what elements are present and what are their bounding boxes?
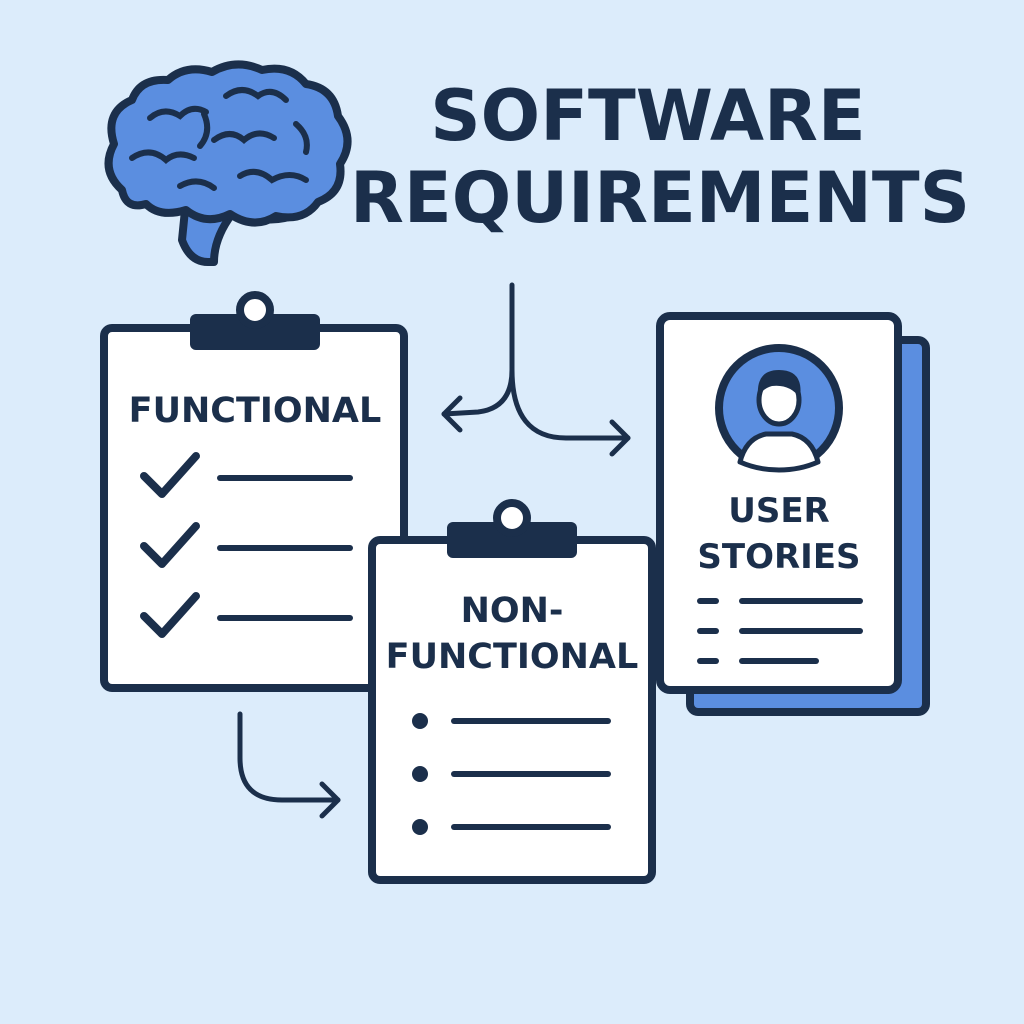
non-functional-card: NON- FUNCTIONAL (368, 499, 656, 884)
non-functional-label-2: FUNCTIONAL (386, 637, 639, 677)
bullet-icon (412, 766, 428, 782)
checklist-item (140, 522, 353, 568)
user-stories-label-2: STORIES (697, 537, 860, 577)
user-stories-label-1: USER (728, 491, 830, 531)
functional-to-nonfunctional-arrow (237, 711, 341, 819)
brain-icon (104, 60, 352, 266)
title-line-2: REQUIREMENTS (350, 157, 970, 239)
check-icon (140, 592, 200, 638)
check-icon (140, 452, 200, 498)
user-stories-card: USER STORIES (656, 312, 930, 716)
functional-card: FUNCTIONAL (100, 291, 408, 692)
list-item (412, 766, 611, 782)
bullet-icon (412, 713, 428, 729)
non-functional-label-1: NON- (461, 591, 564, 631)
list-item (412, 713, 611, 729)
checklist-item (140, 592, 353, 638)
bullet-icon (412, 819, 428, 835)
check-icon (140, 522, 200, 568)
user-avatar-icon (715, 344, 843, 473)
list-item (412, 819, 611, 835)
functional-label: FUNCTIONAL (129, 391, 382, 431)
clipboard-icon (190, 291, 320, 350)
split-arrow (441, 282, 631, 457)
checklist-item (140, 452, 353, 498)
title-line-1: SOFTWARE (430, 75, 865, 157)
clipboard-icon (447, 499, 577, 558)
